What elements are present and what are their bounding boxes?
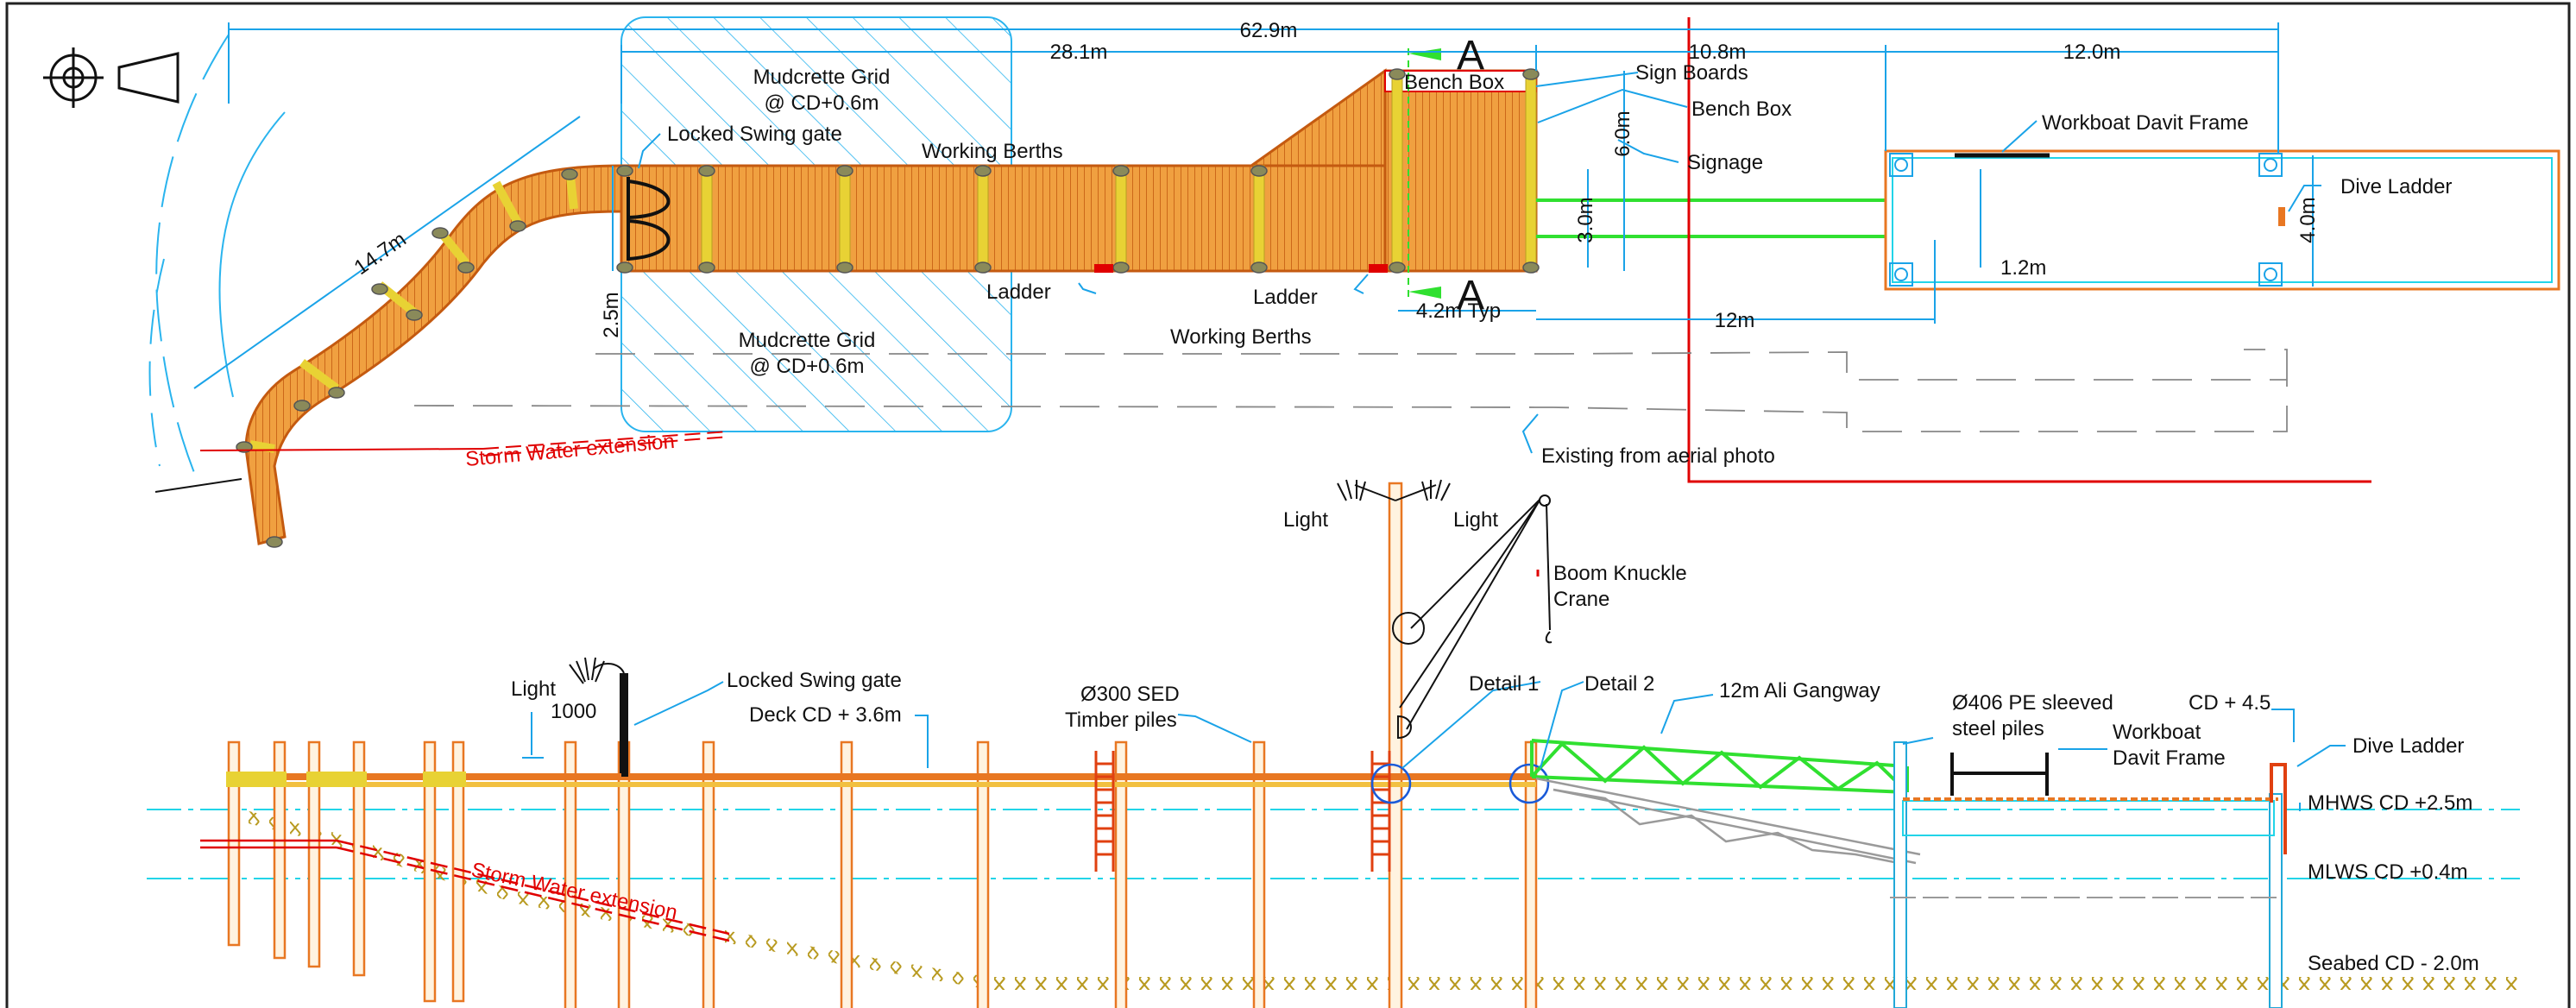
davit-label-elev-2: Davit Frame	[2113, 747, 2226, 770]
gangway-elevation	[1530, 739, 1909, 794]
shoreline	[148, 34, 286, 484]
seabed-flat	[992, 977, 2520, 989]
dive-ladder-elevation	[2270, 763, 2287, 854]
detail-2-label: Detail 2	[1584, 672, 1654, 696]
grid-label-top-2: @ CD+0.6m	[764, 91, 879, 115]
davit-frame-elevation	[1950, 753, 2049, 796]
bench-box-label-1: Bench Box	[1404, 71, 1504, 94]
dim-10-8: 10.8m	[1689, 41, 1747, 64]
pontoon-piles	[1889, 153, 2283, 287]
existing-outline	[413, 349, 2288, 432]
dim-grid-length: 28.1m	[1050, 41, 1108, 64]
deck-pile-bands	[701, 70, 1537, 272]
crane-label-1: Boom Knuckle	[1553, 562, 1687, 585]
seabed-label: Seabed CD - 2.0m	[2308, 952, 2479, 975]
light-b-label: Light	[1453, 508, 1498, 532]
light-a-label: Light	[1283, 508, 1328, 532]
deck-rail	[226, 782, 1536, 787]
grid-label-bot-1: Mudcrette Grid	[739, 329, 876, 352]
storm-water-elevation	[200, 839, 730, 942]
dive-ladder-plan	[2278, 207, 2285, 226]
dim-gangway: 12m	[1715, 309, 1755, 332]
ladder-label-2: Ladder	[1253, 286, 1318, 309]
dive-ladder-label-plan: Dive Ladder	[2340, 175, 2452, 198]
dim-width-3: 3.0m	[1574, 197, 1597, 243]
davit-label-elev-1: Workboat	[2113, 721, 2201, 744]
light-pole-left	[569, 657, 628, 773]
mhws-label: MHWS CD +2.5m	[2308, 791, 2472, 815]
deck-label: Deck CD + 3.6m	[749, 703, 902, 727]
plan-view	[148, 16, 2560, 548]
berths-label-bot: Working Berths	[1170, 325, 1312, 349]
gangway-label: 12m Ali Gangway	[1719, 679, 1880, 702]
swing-gate-label-elev: Locked Swing gate	[727, 669, 902, 692]
existing-label: Existing from aerial photo	[1541, 444, 1775, 468]
ladders-elevation	[1094, 751, 1391, 872]
cd45-label: CD + 4.5	[2189, 691, 2271, 715]
workboat-pontoon	[1884, 149, 2560, 291]
timber-piles	[227, 482, 1538, 1008]
swing-gate	[627, 177, 671, 261]
deck-widening	[1247, 68, 1387, 167]
projection-symbol-icon	[43, 47, 180, 108]
grid-label-bot-2: @ CD+0.6m	[749, 355, 864, 378]
dim-width-6: 6.0m	[1611, 110, 1634, 156]
signage-label: Signage	[1687, 151, 1763, 174]
deck-elevation	[226, 773, 1536, 780]
dim-typ: 4.2m Typ	[1416, 299, 1501, 323]
pontoon-inner	[1892, 157, 2553, 283]
bench-box-label-2: Bench Box	[1691, 98, 1792, 121]
dim-overall: 62.9m	[1240, 19, 1298, 42]
sign-boards-label: Sign Boards	[1635, 61, 1748, 85]
plan-dimensions	[193, 22, 2314, 389]
steel-piles	[1893, 741, 2283, 1008]
dim-12: 12.0m	[2063, 41, 2121, 64]
plan-leaders	[638, 72, 2321, 454]
ladder-plan-1	[1094, 264, 1113, 273]
ladder-label-1: Ladder	[986, 280, 1051, 304]
section-a-bot: A	[1457, 273, 1484, 318]
crane-label-2: Crane	[1553, 588, 1609, 611]
pontoon-elevation	[1902, 800, 2275, 836]
detail-1-label: Detail 1	[1469, 672, 1539, 696]
mlws-label: MLWS CD +0.4m	[2308, 860, 2468, 884]
light-left-label: Light	[511, 677, 556, 701]
storm-water-label-plan: Storm Water extension	[464, 430, 676, 471]
swing-gate-label: Locked Swing gate	[667, 123, 842, 146]
dim-width-4: 4.0m	[2296, 197, 2320, 243]
light-1000-label: 1000	[551, 700, 596, 723]
bench-box	[1384, 70, 1537, 92]
main-deck	[620, 164, 1538, 273]
steel-piles-label-1: Ø406 PE sleeved	[1952, 691, 2113, 715]
sheet-border	[5, 2, 2571, 1008]
elevation-text: Light 1000 Locked Swing gate Deck CD + 3…	[469, 508, 2479, 975]
detail-2-marker	[1508, 763, 1550, 804]
dim-ramp: 14.7m	[350, 228, 411, 280]
detail-1-marker	[1370, 763, 1412, 804]
gangway-lowered	[1535, 777, 1921, 865]
dive-ladder-label-elev: Dive Ladder	[2352, 734, 2464, 758]
dim-davit-gap: 1.2m	[2000, 256, 2046, 280]
crane-pole	[1337, 479, 1553, 740]
pile-caps-elevation	[226, 772, 466, 787]
steel-piles-label-2: steel piles	[1952, 717, 2044, 740]
elevation-leaders	[522, 681, 2346, 811]
piles-label-1: Ø300 SED	[1080, 683, 1180, 706]
berths-label-top: Working Berths	[922, 140, 1063, 163]
swing-gate-elevation	[621, 725, 628, 777]
ladder-plan-2	[1369, 264, 1388, 273]
grid-label-top-1: Mudcrette Grid	[753, 66, 891, 89]
davit-label-plan: Workboat Davit Frame	[2042, 111, 2249, 135]
storm-water-plan	[199, 431, 730, 457]
piles-label-2: Timber piles	[1065, 709, 1177, 732]
section-a-top: A	[1457, 33, 1484, 79]
boundary-line	[1687, 17, 2371, 483]
gangway-plan	[1536, 198, 1946, 238]
elevation-view	[147, 479, 2520, 1008]
shore-outfall	[154, 478, 242, 493]
ramp-walkway	[244, 164, 623, 545]
dim-width-2-5: 2.5m	[600, 292, 623, 337]
bench-deck	[1383, 69, 1538, 273]
